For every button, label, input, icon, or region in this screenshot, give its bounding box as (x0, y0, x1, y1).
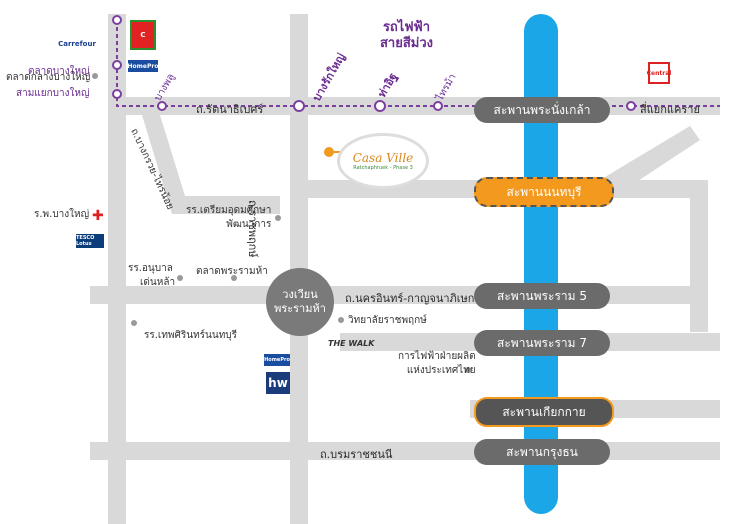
bridge-rama5: สะพานพระราม 5 (474, 283, 610, 309)
station-dot (374, 100, 386, 112)
place-dot (338, 317, 344, 323)
casa-subtitle: Ratchaphruek - Phase 3 (353, 165, 413, 171)
place-egat: การไฟฟ้าฝ่ายผลิต แห่งประเทศไทย (398, 350, 476, 378)
station-dot (157, 101, 167, 111)
school-triam-line1: รร.เตรียมอุดมศึกษา (186, 205, 272, 216)
school-anuban-line1: รร.อนุบาล (128, 263, 173, 274)
place-dots (92, 73, 471, 373)
place-ratchaphruek-college: วิทยาลัยราชพฤกษ์ (348, 315, 427, 326)
egat-line1: การไฟฟ้าฝ่ายผลิต (398, 351, 476, 362)
homepro-logo: HomePro (128, 60, 158, 72)
station-dot (626, 101, 636, 111)
rama5-roundabout: วงเวียน พระรามห้า (266, 268, 334, 336)
road-left-vertical (108, 14, 126, 524)
place-dot (131, 320, 137, 326)
carrefour-logo: Carrefour (58, 40, 96, 48)
station-dot (112, 60, 122, 70)
purple-line-title: รถไฟฟ้า สายสีม่วง (380, 20, 433, 52)
purple-line-route (116, 20, 720, 107)
place-dot (177, 275, 183, 281)
bridge-phra-nang-klao: สะพานพระนั่งเกล้า (474, 97, 610, 123)
place-sam-yaek-bang-yai: สามแยกบางใหญ่ (16, 88, 90, 99)
road-diagonal-right (600, 126, 700, 198)
homepro-logo-2: HomePro (264, 354, 290, 366)
road-label-rattanathibet: ถ.รัตนาธิเบศร์ (196, 103, 264, 116)
bridge-rama7: สะพานพระราม 7 (474, 330, 610, 356)
place-dot (465, 367, 471, 373)
bridge-krungthon: สะพานกรุงธน (474, 439, 610, 465)
road-right-vertical (690, 180, 708, 332)
casa-ville-marker: Casa Ville Ratchaphruek - Phase 3 (340, 136, 426, 186)
place-talat-klang-bang-yai: ตลาดกลางบางใหญ่ (6, 72, 91, 83)
place-thepsirin: รร.เทพศิรินทร์นนทบุรี (144, 330, 238, 341)
line-name-1: รถไฟฟ้า (382, 20, 431, 35)
line-name-2: สายสีม่วง (380, 36, 434, 51)
big-c-logo: C (130, 20, 156, 50)
chao-phraya-river (524, 14, 558, 514)
school-triam-line2: พัฒนาการ (226, 219, 272, 230)
place-school-triam: รร.เตรียมอุดมศึกษา พัฒนาการ (186, 204, 271, 232)
roundabout-line1: วงเวียน (282, 288, 318, 301)
bridge-kiakkai: สะพานเกียกกาย (474, 397, 614, 427)
purple-stations (112, 15, 636, 112)
station-dot (112, 89, 122, 99)
station-dot (293, 100, 305, 112)
place-sam-yaek-khae-rai: สี่แยกแคราย (640, 103, 700, 116)
road-network (90, 14, 720, 524)
station-dot (112, 15, 122, 25)
place-dot (231, 275, 237, 281)
egat-line2: แห่งประเทศไทย (406, 365, 476, 376)
place-dot (92, 73, 98, 79)
place-school-anuban: รร.อนุบาล เด่นหล้า (128, 262, 175, 290)
roundabout-line2: พระรามห้า (274, 302, 326, 315)
place-talat-rama5: ตลาดพระรามห้า (196, 266, 268, 277)
road-label-boromrat: ถ.บรมราชชนนี (320, 448, 393, 461)
central-logo: Central (647, 62, 671, 84)
place-dot (275, 215, 281, 221)
tesco-logo: TESCO Lotus (76, 234, 104, 248)
road-boromrat (90, 442, 720, 460)
station-dot (433, 101, 443, 111)
red-cross-icon: ✚ (92, 208, 104, 224)
place-hospital: ร.พ.บางใหญ่ (34, 209, 90, 220)
bridge-nonthaburi: สะพานนนทบุรี (474, 177, 614, 207)
school-anuban-line2: เด่นหล้า (140, 277, 176, 288)
place-talat-bang-yai: ตลาดบางใหญ่ (28, 66, 90, 77)
hw-logo: hw (266, 372, 290, 394)
the-walk-logo: THE WALK (328, 339, 375, 348)
purple-line (116, 20, 720, 107)
casa-pin (324, 147, 334, 157)
casa-title: Casa Ville (352, 151, 414, 165)
road-label-nakhon-in: ถ.นครอินทร์-กาญจนาภิเษก (345, 292, 475, 305)
road-bang-kruai (142, 115, 280, 214)
